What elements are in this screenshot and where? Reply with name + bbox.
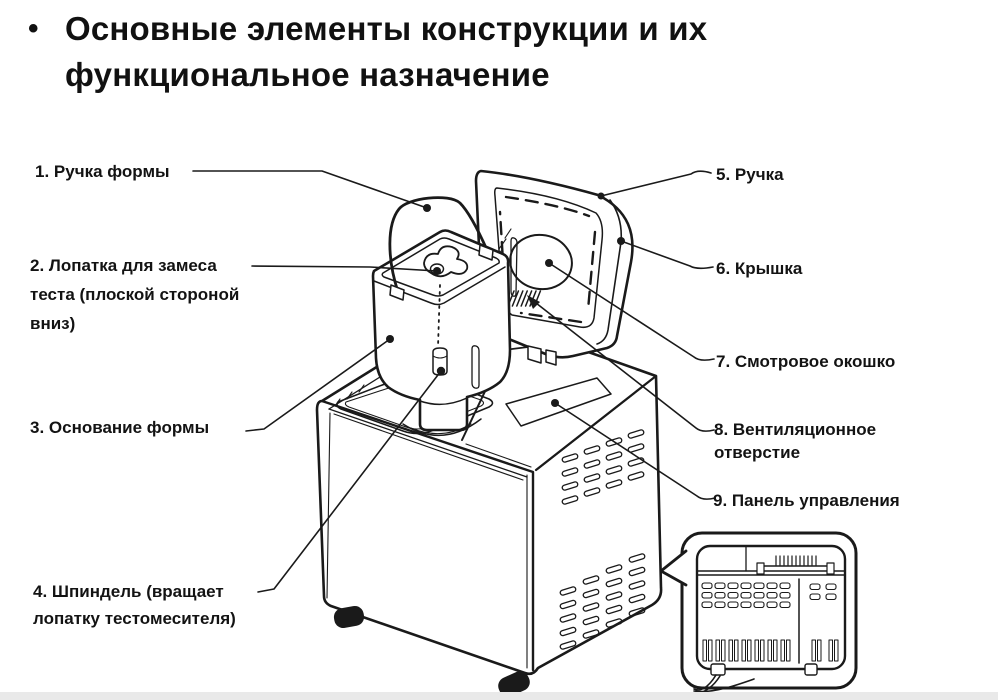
part-label-9-control-panel: 9. Панель управления: [713, 491, 900, 510]
part-label-1-pan-handle: 1. Ручка формы: [35, 162, 170, 181]
control-panel-callout: [659, 531, 858, 695]
part-label-4-spindle: 4. Шпиндель (вращает лопатку тестомесите…: [33, 582, 236, 629]
page-bottom-strip: [0, 692, 998, 700]
machine-body: [315, 320, 663, 697]
panel-display-strip: [756, 555, 835, 575]
vent-arrowhead: [527, 295, 540, 309]
bread-pan: [371, 196, 518, 436]
pan-base: [419, 397, 468, 406]
part-label-6-lid: 6. Крышка: [716, 259, 803, 278]
page-title: • Основные элементы конструкции и их фун…: [28, 6, 858, 98]
part-label-2-kneading-paddle: 2. Лопатка для замеса теста (плоской сто…: [30, 256, 240, 334]
part-label-7-viewing-window: 7. Смотровое окошко: [716, 352, 896, 371]
part-label-5-handle: 5. Ручка: [716, 165, 784, 184]
lid-seal-dashed: [498, 195, 597, 324]
part-label-3-pan-base: 3. Основание формы: [30, 418, 210, 437]
machine-feet: [333, 605, 530, 697]
title-bullet-icon: •: [28, 12, 39, 45]
page-title-text: Основные элементы конструкции и их функц…: [65, 10, 708, 94]
leader-lines: [192, 170, 716, 593]
part-label-8-vent-opening: 8. Вентиляционное отверстие: [714, 420, 877, 462]
pan-handle-wire: [388, 196, 494, 301]
